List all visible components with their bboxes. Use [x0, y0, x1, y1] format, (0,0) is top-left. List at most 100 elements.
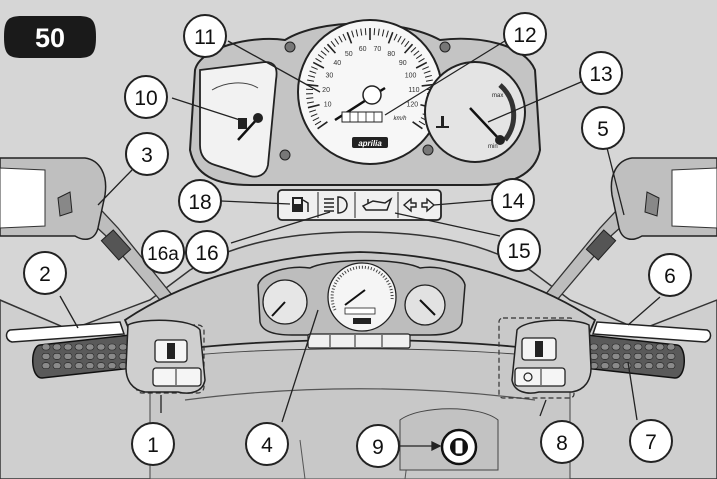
speedometer-tick: [311, 66, 318, 70]
speedometer-number: 50: [345, 51, 353, 58]
speedometer-tick: [373, 28, 376, 36]
svg-text:14: 14: [501, 190, 525, 213]
grip-rib: [633, 362, 643, 369]
speedometer-tick: [309, 109, 317, 113]
leader-lines: [59, 38, 661, 452]
callout-15: 15: [497, 228, 541, 272]
right-mirror-glass: [671, 167, 717, 229]
temperature-icon: [436, 116, 449, 128]
grip-rib: [63, 343, 73, 351]
speedometer-tick: [346, 31, 353, 44]
right-grip-pattern: [589, 343, 676, 369]
speedometer-tick: [413, 50, 420, 56]
speedometer-tick: [377, 28, 380, 36]
grip-rib: [41, 353, 51, 360]
svg-text:1: 1: [147, 434, 159, 457]
speedometer-tick: [314, 120, 322, 126]
grip-rib: [107, 362, 117, 369]
callout-7: 7: [629, 419, 673, 463]
grip-rib: [600, 343, 610, 351]
svg-text:18: 18: [188, 191, 211, 214]
speedometer-tick: [415, 54, 423, 60]
grip-rib: [74, 353, 84, 360]
grip-rib: [600, 362, 610, 369]
fuel-reserve-icon: [292, 197, 309, 212]
svg-text:16a: 16a: [147, 244, 179, 265]
grip-rib: [655, 343, 665, 351]
speedometer-number: 30: [326, 73, 334, 80]
speedometer-tick: [387, 31, 394, 44]
speedometer-tick: [306, 97, 314, 100]
grip-rib: [633, 353, 643, 360]
speedometer-tick: [312, 117, 320, 122]
grip-rib: [589, 343, 599, 351]
callout-group: 1 2 3 4 5 6 7 8 9 10 11 12 13 14 15 16 1…: [23, 12, 692, 468]
speedometer-tick: [312, 61, 325, 69]
speedometer-tick: [425, 79, 433, 82]
grip-rib: [633, 343, 643, 351]
leg-shield: [149, 348, 571, 479]
grip-rib: [74, 343, 84, 351]
grip-rib: [666, 343, 676, 351]
callout-5: 5: [581, 106, 625, 150]
speedometer-number: 90: [399, 60, 407, 67]
callout-11: 11: [183, 14, 227, 58]
callout-1: 1: [131, 422, 175, 466]
callout-10: 10: [124, 75, 168, 119]
svg-text:3: 3: [141, 144, 153, 167]
svg-text:2: 2: [39, 263, 51, 286]
grip-rib: [611, 343, 621, 351]
speedometer-tick: [422, 66, 429, 70]
callout-6: 6: [648, 253, 692, 297]
speedometer-number: 110: [408, 87, 419, 94]
speedometer-tick: [338, 35, 343, 43]
grip-rib: [96, 353, 106, 360]
right-mirror-joint: [585, 229, 617, 261]
grip-rib: [107, 353, 117, 360]
speedometer-number: 100: [405, 73, 417, 80]
svg-text:12: 12: [513, 24, 536, 47]
speedometer-tick: [307, 79, 315, 82]
grip-rib: [85, 362, 95, 369]
speedometer-tick: [334, 38, 340, 45]
svg-text:4: 4: [261, 434, 273, 457]
grip-rib: [644, 362, 654, 369]
temp-max-label: max: [492, 93, 503, 99]
speedometer-tick: [423, 70, 431, 74]
speedometer-tick: [381, 29, 385, 37]
right-brake-lever-6: [591, 321, 712, 343]
speedometer-tick: [418, 57, 425, 63]
speedometer-number: 80: [387, 51, 395, 58]
speedometer-tick: [400, 38, 406, 45]
callout-14: 14: [491, 178, 535, 222]
svg-text:11: 11: [194, 26, 216, 49]
svg-text:8: 8: [556, 432, 568, 455]
grip-rib: [74, 362, 84, 369]
speedometer-tick: [317, 121, 328, 130]
grip-rib: [622, 362, 632, 369]
left-mirror-joint: [100, 229, 132, 261]
speedometer-number: 70: [373, 46, 381, 53]
speedometer-tick: [364, 28, 367, 36]
callout-2: 2: [23, 251, 67, 295]
svg-text:13: 13: [589, 63, 612, 86]
brand-logo-text: aprilia: [358, 139, 382, 148]
svg-text:9: 9: [372, 436, 384, 459]
high-beam-icon: [324, 196, 348, 214]
speedometer-tick: [410, 47, 417, 53]
grip-rib: [666, 353, 676, 360]
grip-rib: [85, 343, 95, 351]
speedometer-tick: [326, 43, 337, 54]
right-switch-box-8: [498, 317, 575, 399]
speedometer-tick: [421, 83, 434, 87]
grip-rib: [52, 343, 62, 351]
svg-text:10: 10: [134, 87, 157, 110]
grip-rib: [85, 353, 95, 360]
grip-rib: [622, 353, 632, 360]
speedometer-tick: [307, 103, 320, 109]
grip-rib: [655, 353, 665, 360]
speedometer-tick: [317, 54, 325, 60]
callout-9: 9: [356, 424, 400, 468]
grip-rib: [655, 362, 665, 369]
